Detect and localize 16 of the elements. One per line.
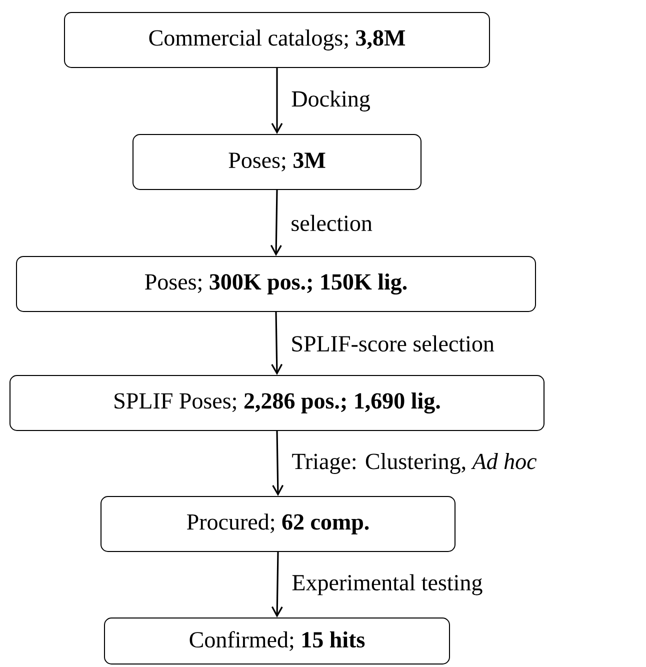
edge-label: selection bbox=[292, 214, 372, 232]
process-box: SPLIF Poses; 2,286 pos.; 1,690 lig. bbox=[10, 375, 544, 431]
arrow bbox=[272, 430, 284, 496]
process-box: Poses; 3M bbox=[132, 134, 422, 190]
arrow bbox=[270, 190, 282, 256]
edge-label: Triage: Clustering, Ad hoc bbox=[292, 453, 537, 474]
process-box: Poses; 300K pos.; 150K lig. bbox=[16, 256, 536, 312]
edge-label: SPLIF-score selection bbox=[292, 335, 494, 352]
edge-label: Docking bbox=[292, 90, 370, 112]
arrow bbox=[271, 68, 283, 134]
process-box: Confirmed; 15 hits bbox=[104, 618, 450, 664]
edge-label: Experimental testing bbox=[292, 574, 482, 596]
arrow bbox=[271, 312, 283, 375]
process-box: Procured; 62 comp. bbox=[100, 496, 456, 552]
process-box: Commercial catalogs; 3,8M bbox=[64, 12, 490, 68]
arrow bbox=[271, 552, 283, 618]
